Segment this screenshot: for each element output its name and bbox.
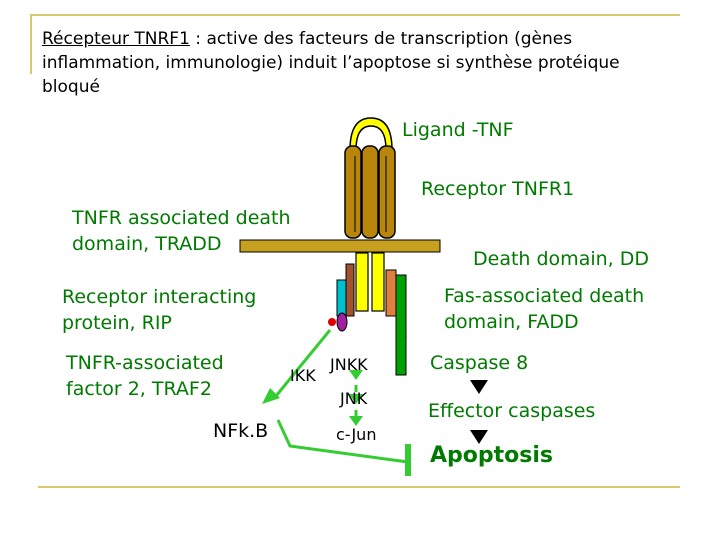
nfkb-label: NFk.B (213, 420, 269, 442)
receptor-chain-1 (344, 145, 362, 239)
jnkk-arrowhead (349, 370, 363, 380)
fadd-label: Fas-associated death domain, FADD (444, 285, 645, 333)
nfkb-inhibition-line (276, 419, 409, 464)
apoptosis-label: Apoptosis (430, 443, 553, 468)
cjun-arrowhead (349, 416, 363, 426)
tradd-label: TNFR associated death domain, TRADD (72, 207, 291, 255)
ligand-tnf-shape (349, 117, 393, 151)
rip-label: Receptor interacting protein, RIP (62, 286, 257, 334)
slide-subtitle: : active des facteurs de transcription (… (42, 29, 620, 97)
ikk-label: IKK (290, 366, 316, 385)
ikk-node (328, 318, 336, 326)
tradd-shape-2 (371, 252, 385, 312)
caspase8-to-effector-arrow (470, 380, 488, 394)
receptor-chain-3 (378, 145, 396, 239)
cjun-label: c-Jun (336, 425, 377, 444)
effector-label: Effector caspases (428, 400, 596, 422)
traf2-to-ikk-arrow (274, 329, 332, 397)
traf2-shape (336, 279, 347, 317)
fadd-shape (385, 269, 397, 317)
rip-shape (345, 263, 355, 317)
receptor-chain-2 (361, 145, 379, 239)
caspase8-bar (395, 274, 407, 376)
slide-title: Récepteur TNRF1 (42, 29, 190, 49)
tradd-shape (355, 252, 369, 312)
rip-head-shape (336, 312, 348, 332)
cell-membrane (239, 239, 441, 253)
traf2-label: TNFR-associated factor 2, TRAF2 (66, 352, 224, 400)
frame-top-line (30, 14, 680, 16)
caspase8-label: Caspase 8 (430, 352, 529, 374)
dd-label: Death domain, DD (473, 248, 649, 270)
jnkk-label: JNKK (330, 355, 368, 374)
ligand-label: Ligand -TNF (402, 119, 514, 141)
effector-to-apoptosis-arrow (470, 430, 488, 444)
receptor-label: Receptor TNFR1 (421, 178, 575, 200)
jnk-arrowhead (349, 394, 363, 404)
slide-header: Récepteur TNRF1 : active des facteurs de… (42, 27, 682, 99)
jnk-label: JNK (340, 389, 368, 408)
ikk-arrowhead (262, 388, 280, 404)
frame-left-line (30, 14, 32, 74)
frame-bottom-line (38, 486, 680, 488)
